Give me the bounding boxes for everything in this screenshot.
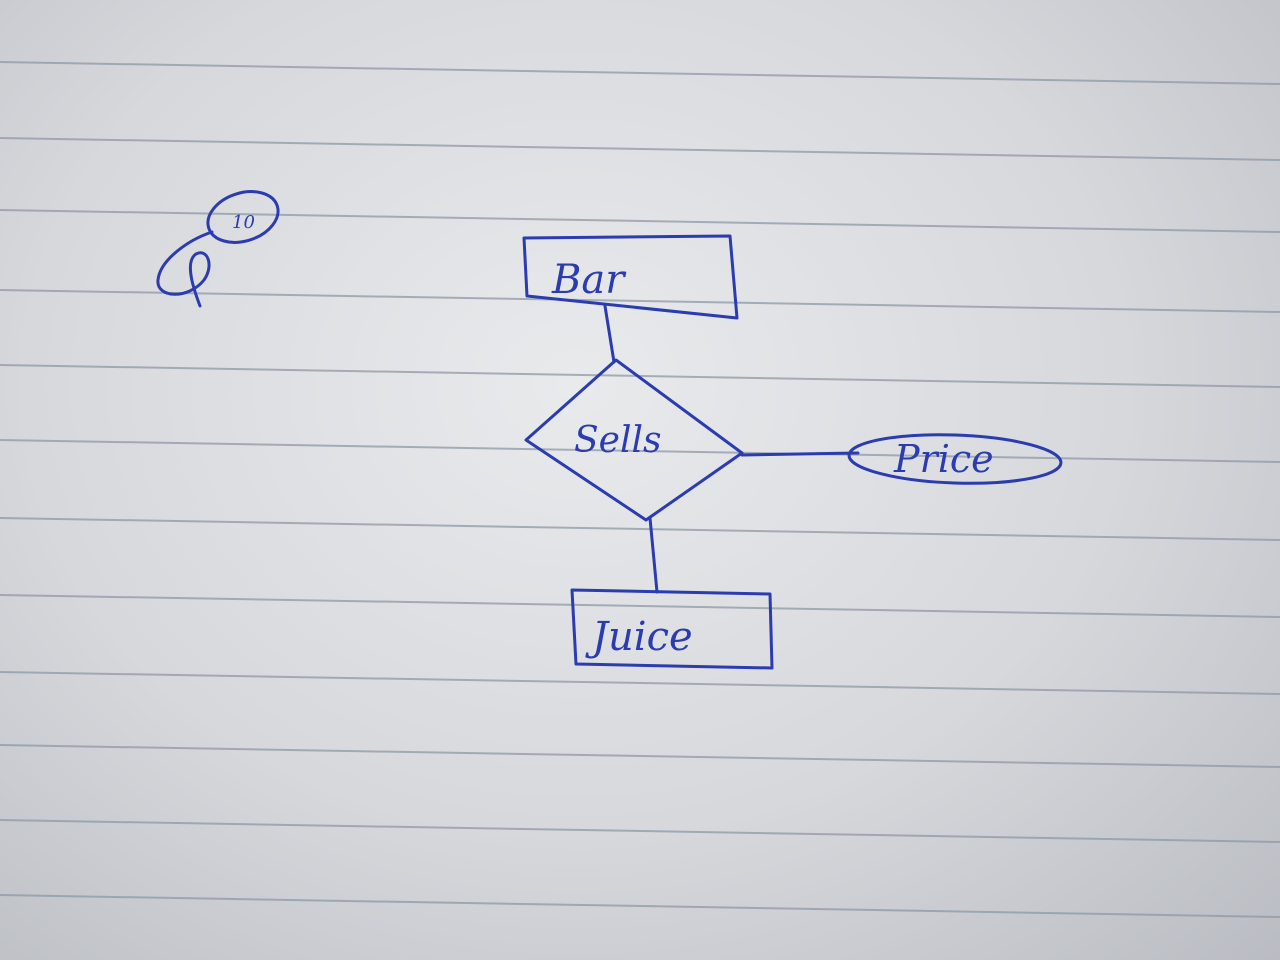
rule-line-11 xyxy=(0,819,1280,843)
attribute-price-ellipse xyxy=(847,433,1063,485)
attribute-price-label: Price xyxy=(893,437,994,481)
rule-line-2 xyxy=(0,137,1280,161)
relationship-lines xyxy=(603,304,860,594)
rule-line-6 xyxy=(0,439,1280,463)
rule-line-7 xyxy=(0,517,1280,541)
rule-line-12 xyxy=(0,894,1280,918)
corner-mark-circle xyxy=(206,190,280,244)
rule-line-4 xyxy=(0,289,1280,313)
relationship-sells-label: Sells xyxy=(574,420,661,461)
rule-line-10 xyxy=(0,744,1280,768)
line-sells-to-price xyxy=(740,451,860,457)
corner-mark-number: 10 xyxy=(232,212,255,233)
corner-mark-loop xyxy=(156,230,214,308)
rule-line-3 xyxy=(0,209,1280,233)
relationship-sells: Sells xyxy=(524,358,744,522)
entity-bar-label: Bar xyxy=(551,257,627,303)
attribute-price: Price xyxy=(847,433,1063,485)
rule-line-8 xyxy=(0,594,1280,618)
line-bar-to-sells xyxy=(603,304,616,364)
entity-juice: Juice xyxy=(570,588,774,670)
notebook-rule-lines xyxy=(0,61,1280,918)
entity-bar: Bar xyxy=(522,234,739,320)
line-sells-to-juice xyxy=(648,516,659,594)
relationship-sells-diamond xyxy=(524,358,744,522)
corner-mark: 10 xyxy=(156,190,280,308)
rule-line-1 xyxy=(0,61,1280,85)
rule-line-9 xyxy=(0,671,1280,695)
entity-juice-box xyxy=(570,588,774,670)
entity-bar-box xyxy=(522,234,739,320)
entity-juice-label: Juice xyxy=(585,614,693,660)
